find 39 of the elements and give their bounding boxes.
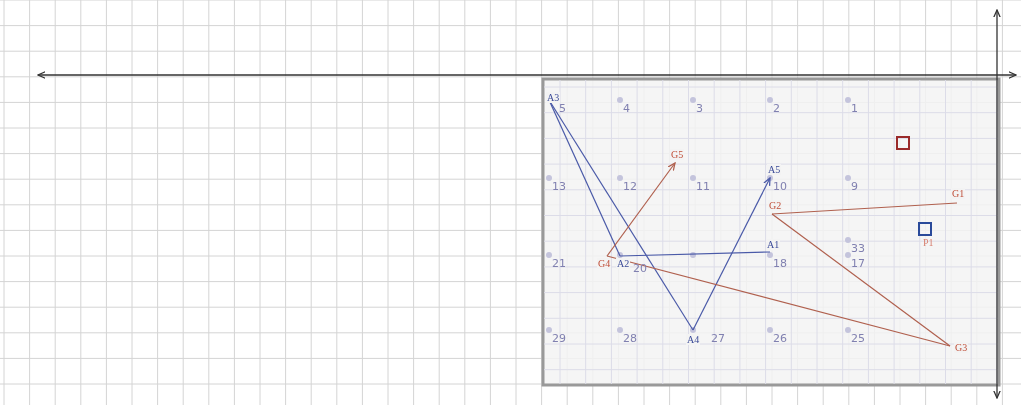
point-number: 1	[851, 103, 858, 115]
point-label: G5	[670, 149, 685, 160]
point-number: 29	[552, 333, 566, 345]
point-number: 4	[623, 103, 630, 115]
connector-line	[606, 255, 951, 347]
point-label: A5	[767, 164, 782, 175]
marker-square	[896, 136, 910, 150]
point-label: P1	[922, 237, 935, 248]
point-number: 3	[696, 103, 703, 115]
marker-square	[918, 222, 932, 236]
point-number: 25	[851, 333, 865, 345]
point-number: 5	[559, 103, 566, 115]
point-label: G3	[954, 342, 969, 353]
point-label: A1	[766, 239, 781, 250]
point-number: 26	[773, 333, 787, 345]
point-label: G1	[951, 188, 966, 199]
point-number: 21	[552, 258, 566, 270]
point-label: A4	[686, 334, 701, 345]
point-label: A2	[616, 258, 631, 269]
point-label: G4	[597, 258, 612, 269]
connector-line	[771, 202, 958, 215]
point-number: 13	[552, 181, 566, 193]
arrow	[692, 177, 771, 331]
point-number: 33	[851, 243, 865, 255]
connector-line	[771, 213, 951, 347]
point-number: 27	[711, 333, 725, 345]
arrow	[606, 162, 676, 257]
point-number: 2	[773, 103, 780, 115]
connector-line	[619, 251, 771, 257]
point-number: 12	[623, 181, 637, 193]
point-number: 17	[851, 258, 865, 270]
point-number: 10	[773, 181, 787, 193]
point-number: 28	[623, 333, 637, 345]
point-number: 9	[851, 181, 858, 193]
point-label: A3	[546, 92, 561, 103]
point-number: 20	[633, 263, 647, 275]
point-number: 18	[773, 258, 787, 270]
point-number: 11	[696, 181, 710, 193]
point-label: G2	[768, 200, 783, 211]
